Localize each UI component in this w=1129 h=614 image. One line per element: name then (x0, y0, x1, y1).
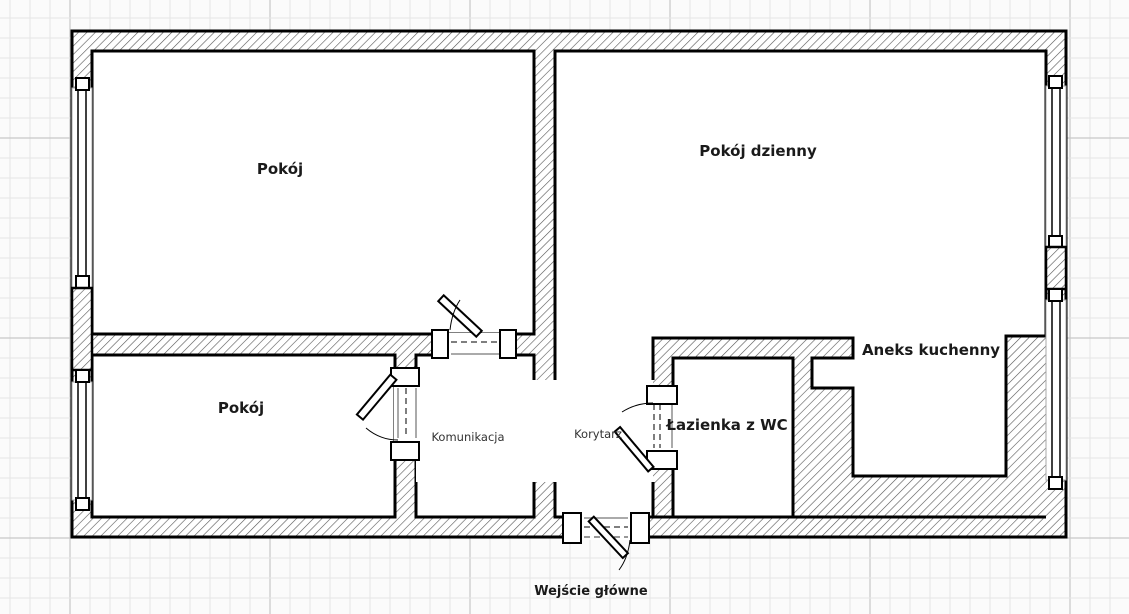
communication-label: Komunikacja (431, 430, 504, 444)
main-entrance-label: Wejście główne (534, 584, 648, 599)
windows-left (70, 77, 94, 511)
door-room-1 (431, 293, 517, 359)
living-room-label: Pokój dzienny (699, 142, 817, 160)
walls (70, 29, 1068, 539)
door-bathroom (613, 385, 678, 473)
windows-right (1044, 75, 1068, 490)
bathroom-label: Łazienka z WC (665, 416, 787, 434)
door-main-entrance (562, 512, 650, 571)
room-1-label: Pokój (257, 160, 303, 178)
corridor-label: Korytarz (574, 427, 622, 441)
bathroom-floor (671, 356, 795, 519)
room-1-floor (90, 49, 536, 336)
room-2-floor (90, 353, 397, 519)
room-2-label: Pokój (218, 399, 264, 417)
door-room-2 (355, 367, 420, 461)
kitchenette-label: Aneks kuchenny (862, 341, 1000, 359)
